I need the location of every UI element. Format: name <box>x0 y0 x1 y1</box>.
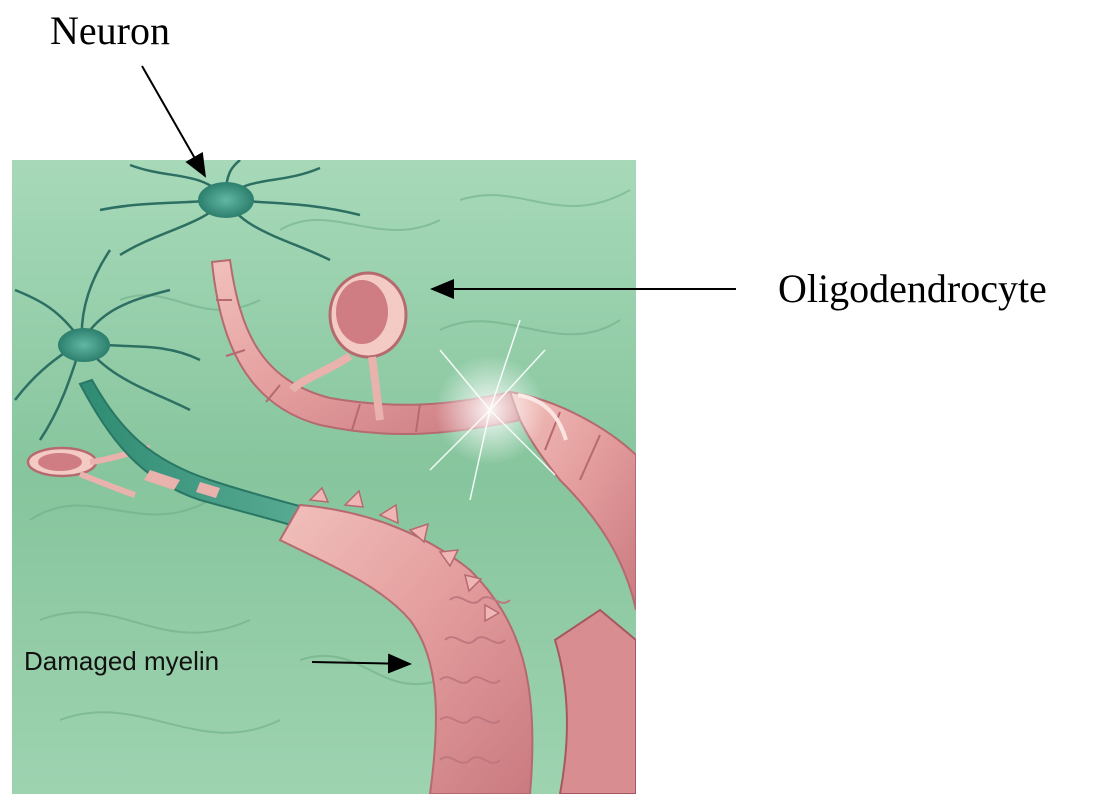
neuron-arrow <box>142 66 205 176</box>
damaged-myelin-label: Damaged myelin <box>24 646 219 676</box>
neuron-label: Neuron <box>50 8 170 53</box>
oligodendrocyte-label: Oligodendrocyte <box>778 266 1047 311</box>
illustration: Damaged myelin <box>12 160 636 794</box>
